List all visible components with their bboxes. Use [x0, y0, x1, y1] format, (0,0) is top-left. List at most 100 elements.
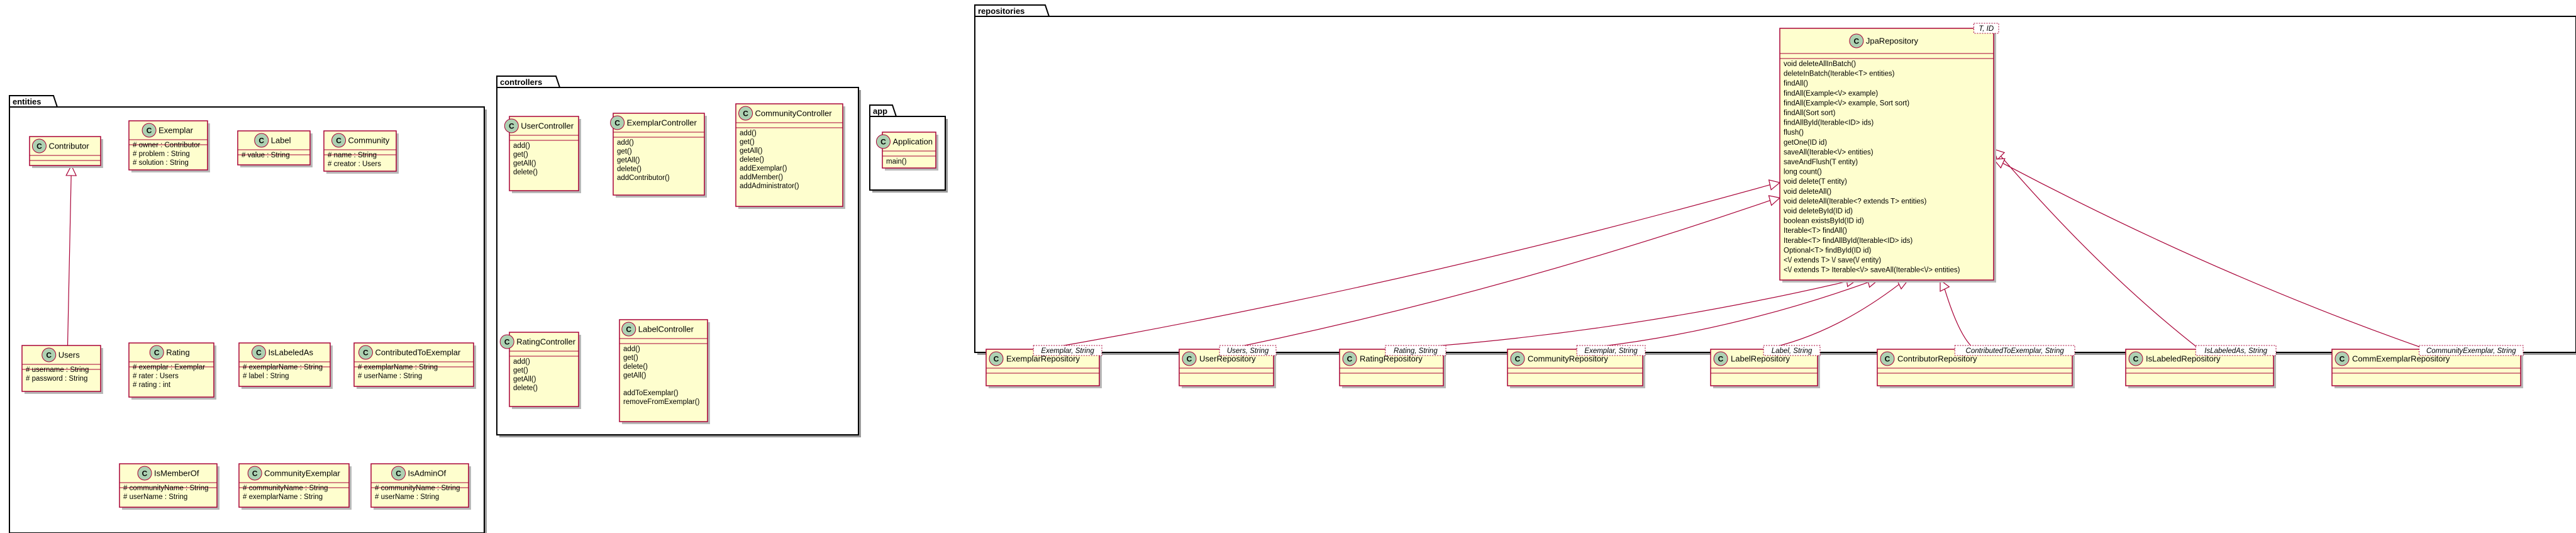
class-icon [1713, 351, 1728, 366]
class-icon-letter: C [2340, 355, 2345, 364]
class-member: getAll() [623, 372, 647, 379]
extends-arrow-user-repository [1226, 195, 1781, 350]
package-entities: entities [9, 95, 487, 533]
class-icon [1182, 351, 1197, 366]
class-name: RatingController [516, 337, 576, 347]
class-icon-letter: C [504, 338, 510, 347]
class-member: getAll() [513, 160, 536, 167]
class-icon-letter: C [743, 109, 748, 118]
class-icon-letter: C [509, 122, 514, 131]
class-member: get() [617, 148, 632, 155]
class-icon-letter: C [1515, 355, 1521, 364]
class-name: UserController [521, 121, 574, 131]
class-icon-letter: C [1854, 37, 1860, 46]
class-name: IsLabeledRepository [2146, 354, 2221, 364]
class-member: delete() [513, 384, 538, 392]
generic-params: IsLabeledAs, String [2204, 347, 2267, 355]
extends-line [1391, 281, 1847, 350]
class-member: # owner : Contributor [133, 142, 201, 149]
generic-params: Exemplar, String [1041, 347, 1094, 355]
class-member: # solution : String [133, 159, 189, 167]
class-name: IsMemberOf [154, 469, 199, 478]
package-tab [9, 95, 58, 108]
class-icon [1849, 33, 1864, 48]
class-icon [1510, 351, 1525, 366]
class-member: getAll() [740, 147, 763, 155]
generic-params: Label, String [1772, 347, 1813, 355]
package-title: entities [13, 97, 42, 106]
class-icon-letter: C [258, 137, 264, 145]
class-member: add() [740, 130, 757, 137]
class-icon [137, 466, 152, 481]
package-title: repositories [978, 6, 1024, 16]
generic-params: Rating, String [1394, 347, 1438, 355]
class-icon [875, 134, 891, 149]
package-repositories: repositories [974, 4, 2576, 355]
generic-params-box [1033, 345, 1102, 356]
class-name: ExemplarController [627, 118, 697, 128]
class-box [370, 463, 469, 508]
class-icon-letter: C [154, 349, 160, 357]
class-box [509, 332, 579, 407]
class-icon-letter: C [363, 349, 369, 357]
package-tab [974, 4, 1050, 17]
class-name: CommunityController [755, 109, 833, 118]
extends-arrowhead [65, 164, 77, 176]
class-member: # exemplarName : String [243, 364, 323, 371]
class-name: Rating [166, 348, 190, 357]
class-member: addAdministrator() [740, 182, 799, 190]
extends-arrow-exemplar-repository [1042, 179, 1781, 350]
class-member: get() [513, 151, 528, 159]
class-icon [391, 466, 406, 481]
class-member: # creator : Users [328, 160, 381, 168]
class-name: CommExemplarRepository [2352, 354, 2450, 364]
class-member: flush() [1784, 129, 1804, 137]
package-tab [496, 76, 561, 88]
class-icon-letter: C [252, 469, 258, 478]
class-box [128, 342, 214, 398]
extends-line [67, 175, 72, 346]
class-member: deleteInBatch(Iterable<T> entities) [1784, 70, 1895, 78]
class-icon [251, 345, 266, 360]
class-member: # userName : String [375, 493, 439, 501]
class-name: LabelController [638, 325, 694, 334]
generic-params-box [1576, 345, 1646, 356]
class-member: void delete(T entity) [1784, 178, 1847, 186]
class-member: delete() [623, 363, 648, 371]
package-title: controllers [500, 77, 542, 87]
class-box [613, 113, 705, 196]
generic-params-box [1974, 23, 1999, 34]
extends-arrowhead [1940, 279, 1950, 292]
class-member: get() [623, 354, 638, 362]
class-member: getAll() [513, 376, 536, 383]
class-member: findAll(Example<\/> example) [1784, 90, 1878, 98]
generic-params-box [1219, 345, 1277, 356]
class-icon [499, 334, 514, 349]
generic-params: CommunityExemplar, String [2426, 347, 2516, 355]
class-box [1779, 28, 1994, 281]
class-icon [142, 123, 157, 138]
class-member: # exemplarName : String [358, 364, 438, 371]
class-member: saveAndFlush(T entity) [1784, 159, 1858, 166]
class-name: ContributedToExemplar [375, 348, 461, 357]
class-name: ContributorRepository [1897, 354, 1977, 364]
class-icon-letter: C [142, 469, 148, 478]
class-member: # communityName : String [123, 485, 209, 492]
class-name: JpaRepository [1866, 36, 1919, 46]
class-member: Iterable<T> findAllById(Iterable<ID> ids… [1784, 237, 1913, 245]
generic-params-box [2419, 345, 2524, 356]
class-contributed-to-exemplar: C ContributedToExemplar # exemplarName : S… [353, 342, 476, 389]
extends-arrowhead [1992, 158, 2006, 169]
extends-line [1575, 281, 1869, 350]
